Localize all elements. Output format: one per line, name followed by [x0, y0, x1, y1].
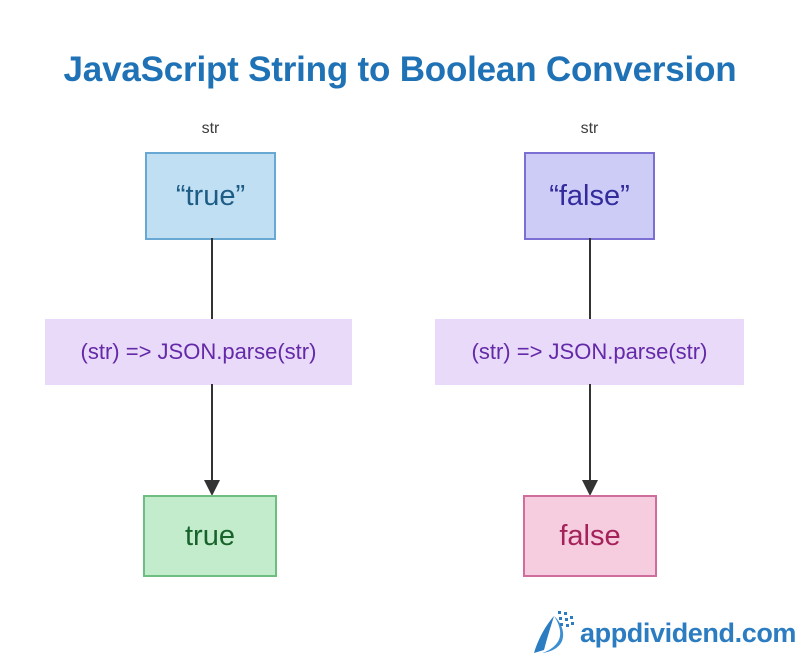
brand-name: appdividend.com: [580, 617, 797, 648]
output-node-false-flow: false: [523, 495, 657, 577]
input-node-true-flow-text: “true”: [175, 179, 246, 212]
connector-function-to-output-true-flow: [204, 384, 220, 496]
connector-function-to-output-false-flow: [582, 384, 598, 496]
function-node-true-flow: (str) => JSON.parse(str): [45, 319, 352, 385]
connector-input-to-function-true-flow: [211, 238, 213, 322]
input-node-false-flow: “false”: [524, 152, 655, 240]
function-node-true-flow-text: (str) => JSON.parse(str): [80, 339, 317, 364]
connector-input-to-function-false-flow: [589, 238, 591, 322]
input-label-false-flow: str: [580, 120, 599, 137]
output-node-true-flow: true: [143, 495, 277, 577]
output-node-true-flow-text: true: [185, 519, 235, 552]
input-node-false-flow-text: “false”: [549, 179, 630, 212]
output-node-false-flow-text: false: [559, 519, 621, 552]
input-label-true-flow: str: [201, 120, 220, 137]
input-node-true-flow: “true”: [145, 152, 276, 240]
brand-logo[interactable]: appdividend.com: [528, 608, 796, 658]
function-node-false-flow: (str) => JSON.parse(str): [435, 319, 744, 385]
function-node-false-flow-text: (str) => JSON.parse(str): [471, 339, 708, 364]
page-title: JavaScript String to Boolean Conversion: [63, 50, 737, 89]
appdividend-a-logo-icon: [528, 609, 576, 657]
